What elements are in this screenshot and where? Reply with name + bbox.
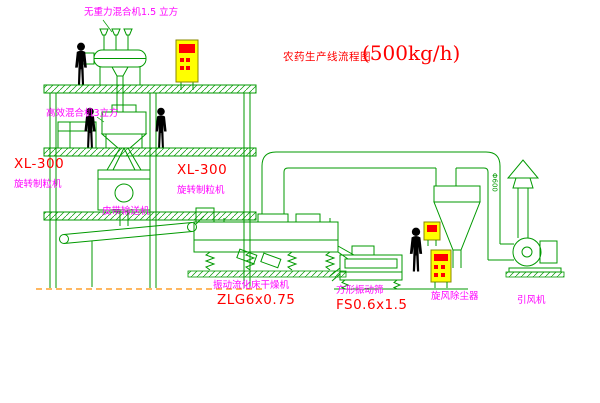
label-granulator-right: 旋转制粒机 <box>177 185 225 196</box>
cyclone-drawing <box>433 168 481 268</box>
building-structure <box>43 84 257 288</box>
top-mixer-drawing <box>80 19 147 112</box>
control-box-small <box>423 221 441 246</box>
worker-figure-ground <box>409 227 423 272</box>
label-belt-conveyor: 皮带输送机 <box>102 206 150 217</box>
diagram-title: 农药生产线流程图 <box>283 51 371 63</box>
exhaust-duct-drawing <box>261 151 514 261</box>
fluid-bed-dryer-drawing <box>187 207 355 278</box>
belt-conveyor-drawing <box>59 215 205 287</box>
granulator-drawing <box>97 169 151 226</box>
worker-figure-roof <box>75 42 87 85</box>
label-screen-model: FS0.6x1.5 <box>336 297 408 313</box>
control-panel-lower <box>430 249 452 288</box>
label-granulator-left: 旋转制粒机 <box>14 179 62 190</box>
label-induced-fan: 引风机 <box>517 295 546 306</box>
label-screen: 方形振动筛 <box>336 285 384 296</box>
label-duct-diameter: Φ600 <box>490 173 499 192</box>
induced-fan-drawing <box>505 159 565 278</box>
label-dryer: 振动流化床干燥机 <box>213 280 290 291</box>
label-high-efficiency-mixer: 高效混合机3立方 <box>46 108 119 119</box>
diagram-capacity: (500kg/h) <box>362 41 461 65</box>
y-chute-drawing <box>106 147 142 171</box>
label-top-mixer: 无重力混合机1.5 立方 <box>84 7 179 18</box>
worker-figure-floor2-right <box>155 107 167 148</box>
label-granulator-right-model: XL-300 <box>177 162 228 178</box>
vibrating-screen-drawing <box>329 245 468 290</box>
label-cyclone: 旋风除尘器 <box>431 291 479 302</box>
high-efficiency-mixer-drawing <box>100 104 148 149</box>
label-granulator-left-model: XL-300 <box>14 156 65 172</box>
control-panel-upper <box>175 39 199 90</box>
label-dryer-model: ZLG6x0.75 <box>217 292 296 308</box>
floor2-machine-drawing <box>57 116 105 149</box>
